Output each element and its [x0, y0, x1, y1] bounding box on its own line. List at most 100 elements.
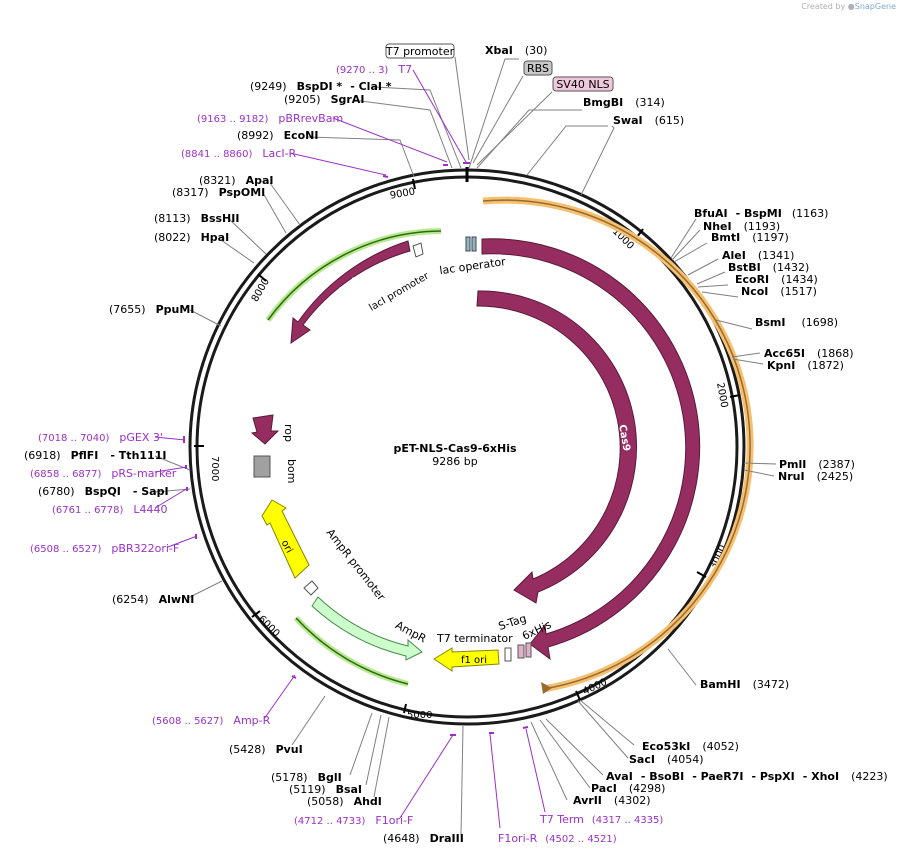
- s-tag-box: [517, 644, 525, 659]
- primer-pbr322ori-f: (6508 .. 6527)pBR322ori-F: [30, 542, 179, 555]
- site-kpni: KpnI(1872): [767, 359, 844, 372]
- site-bsmi: BsmI(1698): [755, 316, 838, 329]
- sv40-nls-label: SV40 NLS: [556, 78, 609, 91]
- site-ecori: EcoRI(1434): [735, 273, 818, 286]
- site-ppumi: (7655)PpuMI: [109, 303, 194, 316]
- cas9-outer-arrow: [481, 238, 701, 661]
- rop-arrow: [250, 414, 280, 445]
- site-bgli: (5178)BglI: [271, 771, 342, 784]
- tick-9000: 9000: [389, 186, 416, 201]
- plasmid-size: 9286 bp: [432, 455, 477, 468]
- site-hpai: (8022)HpaI: [154, 231, 229, 244]
- site-bmti: BmtI(1197): [711, 231, 789, 244]
- lac-operator-box-2: [471, 236, 477, 252]
- primer-pgex3: (7018 .. 7040)pGEX 3': [38, 431, 163, 444]
- snapgene-credit: Created by ●SnapGene: [801, 2, 896, 11]
- primer-leader-lines: [154, 69, 546, 829]
- site-bspqi: (6780)BspQI- SapI: [38, 485, 169, 498]
- primer-prs-marker: (6858 .. 6877)pRS-marker: [30, 467, 177, 480]
- site-bamhi: BamHI(3472): [700, 678, 789, 691]
- site-alei: AleI(1341): [722, 249, 794, 262]
- primer-laci-r: (8841 .. 8860)LacI-R: [181, 147, 297, 160]
- ampr-promoter-arrow: [303, 580, 319, 596]
- site-econi: (8992)EcoNI: [237, 129, 318, 142]
- site-ahdi: (5058)AhdI: [307, 795, 382, 808]
- site-sgrai: (9205)SgrAI: [284, 93, 364, 106]
- ampr-arrow: [311, 596, 423, 661]
- site-xbai: XbaI(30): [485, 44, 547, 57]
- credit-prefix: Created by: [801, 2, 846, 11]
- laci-promoter-arrow: [412, 242, 424, 258]
- lac-operator-label: lac operator: [439, 255, 507, 277]
- ori-label: ori: [279, 538, 295, 555]
- boxed-labels: T7 promoter RBS SV40 NLS: [385, 43, 614, 92]
- region-arrowhead: [541, 682, 552, 694]
- primer-f1ori-r: F1ori-R(4502 .. 4521): [498, 832, 617, 845]
- plasmid-name: pET-NLS-Cas9-6xHis: [393, 442, 517, 455]
- primer-markers: [183, 162, 529, 736]
- primer-t7-term: T7 Term(4317 .. 4335): [539, 813, 663, 826]
- site-swai: SwaI(615): [613, 114, 684, 127]
- site-pvui: (5428)PvuI: [229, 743, 303, 756]
- rbs-box: [523, 60, 553, 76]
- f1-ori-arrow: [433, 647, 500, 672]
- primer-l4440: (6761 .. 6778)L4440: [52, 503, 168, 516]
- primer-t7: (9270 .. 3)T7: [336, 63, 412, 76]
- 6xhis-box: [525, 642, 532, 658]
- ori-arrow: [261, 499, 310, 579]
- site-bstbi: BstBI(1432): [728, 261, 809, 274]
- site-saci: SacI(4054): [629, 753, 704, 766]
- site-paci: PacI(4298): [591, 782, 665, 795]
- ampr-label: AmpR: [393, 619, 428, 646]
- site-bmgbi: BmgBI(314): [583, 96, 665, 109]
- t7-promoter-box: [385, 43, 455, 59]
- site-bfuai: BfuAI- BspMI(1163): [694, 207, 828, 220]
- lac-operator-box-1: [465, 236, 471, 252]
- primer-f1ori-f: (4712 .. 4733)F1ori-F: [294, 814, 413, 827]
- site-pspomi: (8317)PspOMI: [172, 186, 265, 199]
- site-bspdi: (9249)BspDI *- ClaI *: [250, 80, 392, 93]
- site-bsai: (5119)BsaI: [289, 783, 362, 796]
- ampr-primer-arc: [295, 617, 409, 685]
- rbs-label: RBS: [527, 62, 549, 75]
- site-alwni: (6254)AlwNI: [112, 593, 194, 606]
- t7-promoter-label: T7 promoter: [385, 45, 455, 58]
- site-ncoi: NcoI(1517): [741, 285, 817, 298]
- site-leader-lines: [154, 58, 777, 836]
- tick-7000: 7000: [209, 456, 220, 481]
- primer-labels: (9270 .. 3)T7 (9163 .. 9182)pBRrevBam (8…: [30, 63, 663, 845]
- boxed-label-leaders: [454, 56, 553, 166]
- bom-box: [253, 455, 271, 478]
- site-pflfi: (6918)PflFI- Tth111I: [24, 449, 166, 462]
- cas9-inner-label: Cas9: [616, 424, 632, 453]
- site-acc65i: Acc65I(1868): [764, 347, 854, 360]
- bom-label: bom: [285, 459, 298, 483]
- site-nrui: NruI(2425): [778, 470, 853, 483]
- site-labels: XbaI(30) BmgBI(314) SwaI(615) BfuAI- Bsp…: [24, 44, 888, 845]
- site-nhei: NheI(1193): [703, 220, 780, 233]
- tick-2000: 2000: [714, 382, 729, 409]
- tick-5000: 5000: [407, 710, 432, 721]
- site-avrii: AvrII(4302): [573, 794, 650, 807]
- t7-terminator-box: [504, 647, 512, 662]
- primer-pbrrevbam: (9163 .. 9182)pBRrevBam: [197, 112, 343, 125]
- credit-brand: SnapGene: [854, 2, 896, 11]
- site-eco53ki: Eco53kI(4052): [642, 740, 739, 753]
- cas9-outer-label: Cas9: [670, 414, 686, 443]
- site-pmli: PmlI(2387): [779, 458, 855, 471]
- site-draiii: (4648)DraIII: [383, 832, 464, 845]
- site-apai: (8321)ApaI: [199, 174, 273, 187]
- laci-promoter-label: lacI promoter: [367, 270, 431, 313]
- site-avai: AvaI- BsoBI- PaeR7I- PspXI- XhoI(4223): [606, 770, 888, 783]
- tick-6000: 6000: [256, 614, 282, 640]
- ampr-promoter-label: AmpR promoter: [324, 526, 388, 603]
- laci-arrow: [290, 240, 411, 345]
- laci-primer-arc: [267, 230, 442, 321]
- site-bsshii: (8113)BssHII: [154, 212, 239, 225]
- sv40-nls-box: [552, 76, 614, 92]
- sv40-cas9-region-arc: [482, 199, 751, 690]
- cas9-inner-arrow: [476, 290, 638, 604]
- snapgene-icon: ●: [847, 2, 855, 11]
- rop-label: rop: [282, 424, 295, 442]
